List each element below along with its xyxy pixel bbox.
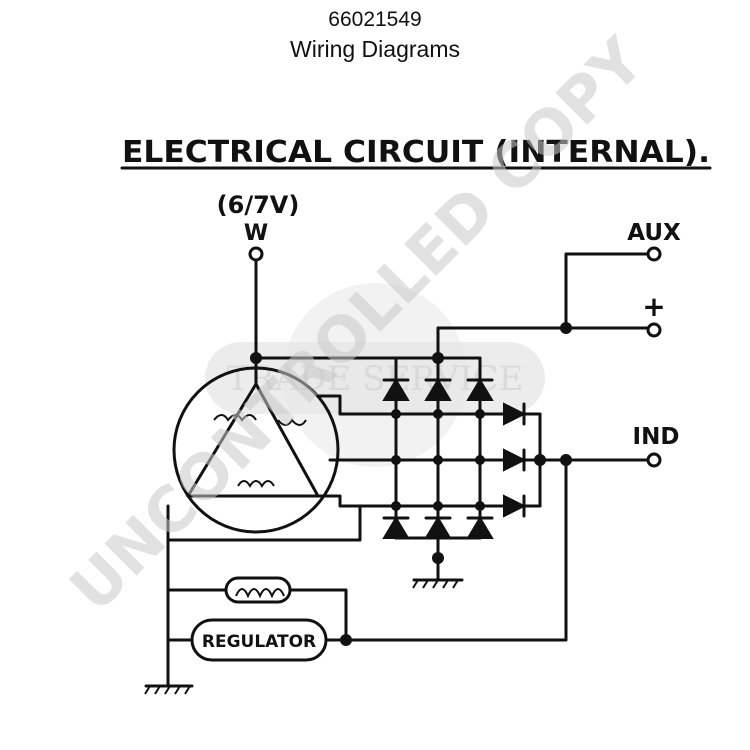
circuit-title: ELECTRICAL CIRCUIT (INTERNAL). (122, 135, 710, 170)
stator-winding (172, 356, 340, 534)
part-number: 66021549 (328, 8, 422, 31)
header: 66021549 Wiring Diagrams (0, 6, 750, 64)
aux-terminal (646, 246, 662, 262)
coil-bottom (237, 480, 275, 488)
page-subtitle: Wiring Diagrams (290, 36, 460, 62)
voltage-label: (6/7V) (217, 191, 300, 219)
positive-terminal (646, 322, 662, 338)
ind-label: IND (633, 424, 680, 450)
field-coil (224, 576, 292, 604)
diode-trio-1 (503, 402, 527, 426)
regulator-label: REGULATOR (202, 632, 316, 652)
trade-service-logo-watermark: TRADE SERVICE (205, 283, 545, 467)
diode-lower-2 (424, 516, 452, 539)
aux-label: AUX (627, 220, 681, 246)
diode-trio-3 (503, 494, 527, 518)
regulator-box: REGULATOR (190, 618, 328, 662)
coil-left (213, 414, 257, 422)
ind-terminal (646, 452, 662, 468)
w-terminal-label: W (244, 221, 268, 246)
diode-upper-3 (466, 378, 494, 401)
w-terminal-post (248, 246, 264, 262)
regulator-ground-icon (144, 638, 194, 695)
diode-upper-1 (382, 378, 410, 401)
diode-lower-3 (466, 516, 494, 539)
rectifier-bridge (250, 352, 542, 564)
diode-lower-1 (382, 516, 410, 539)
diode-upper-2 (424, 378, 452, 401)
plus-label: + (642, 290, 665, 323)
coil-right (277, 418, 307, 426)
w-terminal (248, 246, 264, 360)
diode-trio-2 (503, 448, 527, 472)
bridge-ground-icon (412, 556, 464, 589)
